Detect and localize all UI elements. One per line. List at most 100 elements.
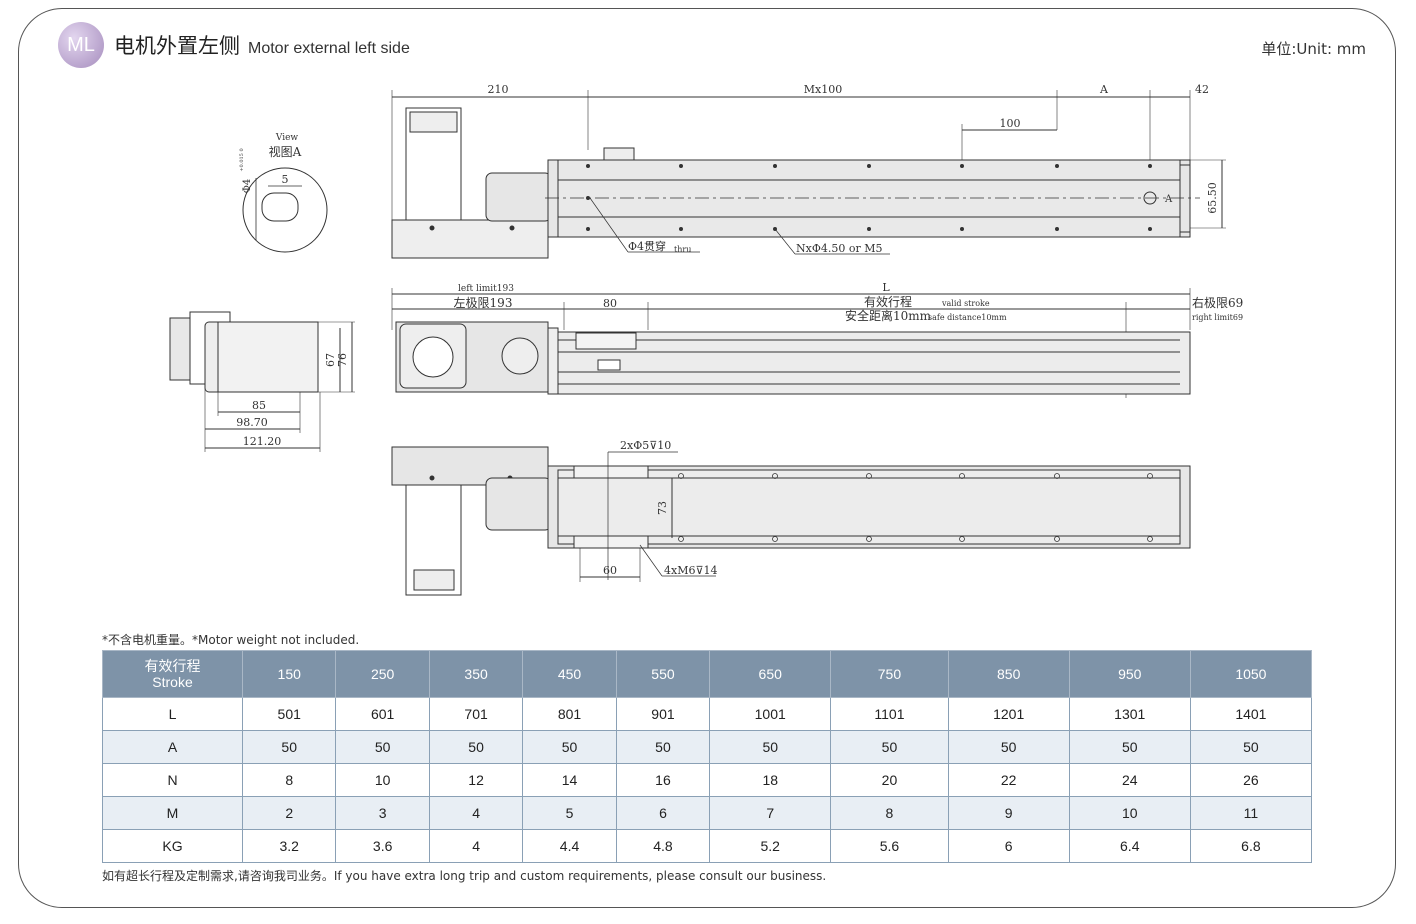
view-label-cn: 视图A bbox=[269, 144, 302, 159]
point-a-label: A bbox=[1164, 194, 1173, 205]
table-cell: 50 bbox=[1189, 730, 1313, 764]
bottom-view: 2xΦ5⊽10 73 60 4xM6⊽14 bbox=[391, 439, 1191, 596]
table-cell: 1201 bbox=[947, 697, 1070, 731]
stroke-col: 1050 bbox=[1189, 650, 1313, 698]
table-cell: 6.8 bbox=[1189, 829, 1313, 863]
table-cell: 5.2 bbox=[709, 829, 832, 863]
table-cell: 701 bbox=[428, 697, 524, 731]
stroke-col: 850 bbox=[947, 650, 1070, 698]
table-cell: 50 bbox=[335, 730, 430, 764]
table-cell: 3.2 bbox=[241, 829, 337, 863]
table-cell: 50 bbox=[1068, 730, 1191, 764]
stroke-col: 650 bbox=[709, 650, 832, 698]
table-cell: 50 bbox=[830, 730, 949, 764]
table-cell: 50 bbox=[522, 730, 617, 764]
dim-65-50: 65.50 bbox=[1206, 182, 1219, 214]
row-label: L bbox=[102, 697, 243, 731]
stroke-col: 250 bbox=[335, 650, 430, 698]
stroke-col: 950 bbox=[1068, 650, 1191, 698]
view-label-en: View bbox=[275, 133, 299, 143]
table-cell: 7 bbox=[709, 796, 832, 830]
dim-42: 42 bbox=[1195, 83, 1209, 96]
view-a-detail: View 视图A 5 Φ4 +0.015 0 bbox=[239, 133, 328, 253]
table-cell: 18 bbox=[709, 763, 832, 797]
dim-a: A bbox=[1099, 83, 1109, 96]
table-cell: 11 bbox=[1189, 796, 1313, 830]
table-cell: 4 bbox=[428, 796, 524, 830]
table-cell: 501 bbox=[241, 697, 337, 731]
stroke-col: 550 bbox=[615, 650, 711, 698]
table-cell: 4.4 bbox=[522, 829, 617, 863]
dim-121-20: 121.20 bbox=[243, 435, 282, 448]
table-cell: 4.8 bbox=[615, 829, 711, 863]
safe-distance-cn: 安全距离10mm bbox=[845, 308, 932, 323]
stroke-col: 750 bbox=[830, 650, 949, 698]
technical-drawing: View 视图A 5 Φ4 +0.015 0 210 Mx100 A 42 10… bbox=[169, 83, 1243, 596]
title-cn: 电机外置左侧 bbox=[114, 34, 240, 58]
dim-67: 67 bbox=[324, 353, 337, 367]
dim-5: 5 bbox=[282, 173, 289, 186]
table-cell: 14 bbox=[522, 763, 617, 797]
table-cell: 26 bbox=[1189, 763, 1313, 797]
table-cell: 10 bbox=[1068, 796, 1191, 830]
top-view: 210 Mx100 A 42 100 A 65.5 bbox=[391, 83, 1226, 259]
dim-100: 100 bbox=[1000, 117, 1021, 130]
dim-98-70: 98.70 bbox=[236, 416, 268, 429]
valid-stroke-cn: 有效行程 bbox=[864, 294, 912, 309]
stroke-col: 350 bbox=[428, 650, 524, 698]
model-badge: ML bbox=[58, 22, 104, 68]
table-cell: 50 bbox=[428, 730, 524, 764]
table-cell: 1401 bbox=[1189, 697, 1313, 731]
dim-l: L bbox=[882, 281, 890, 294]
unit-label: 单位:Unit: mm bbox=[1261, 40, 1366, 58]
dim-60: 60 bbox=[603, 564, 617, 577]
page-title: 电机外置左侧 Motor external left side bbox=[114, 30, 410, 60]
table-cell: 4 bbox=[428, 829, 524, 863]
table-cell: 6 bbox=[947, 829, 1070, 863]
bottom-holes-label: 2xΦ5⊽10 bbox=[620, 439, 671, 452]
table-header-row: 有效行程 Stroke 150 250 350 450 550 650 750 … bbox=[102, 650, 1313, 698]
dim-mx100: Mx100 bbox=[804, 83, 842, 96]
thru-label-cn: Φ4贯穿 bbox=[628, 239, 666, 253]
table-cell: 6.4 bbox=[1068, 829, 1191, 863]
row-label: KG bbox=[102, 829, 243, 863]
table-cell: 901 bbox=[615, 697, 711, 731]
dim-210: 210 bbox=[488, 83, 509, 96]
table-cell: 20 bbox=[830, 763, 949, 797]
table-cell: 16 bbox=[615, 763, 711, 797]
thru-label-en: thru bbox=[674, 245, 691, 254]
table-cell: 1301 bbox=[1068, 697, 1191, 731]
table-cell: 50 bbox=[709, 730, 832, 764]
motor-weight-note: *不含电机重量。*Motor weight not included. bbox=[102, 633, 360, 647]
row-label: N bbox=[102, 763, 243, 797]
table-cell: 601 bbox=[335, 697, 430, 731]
table-cell: 1101 bbox=[830, 697, 949, 731]
table-cell: 22 bbox=[947, 763, 1070, 797]
table-cell: 10 bbox=[335, 763, 430, 797]
title-en: Motor external left side bbox=[248, 40, 410, 57]
spec-table: 有效行程 Stroke 150 250 350 450 550 650 750 … bbox=[102, 650, 1313, 863]
table-cell: 3 bbox=[335, 796, 430, 830]
table-cell: 3.6 bbox=[335, 829, 430, 863]
row-label: M bbox=[102, 796, 243, 830]
bottom-thread-label: 4xM6⊽14 bbox=[664, 564, 718, 577]
table-cell: 1001 bbox=[709, 697, 832, 731]
dim-phi4: Φ4 bbox=[242, 179, 253, 194]
stroke-header: 有效行程 Stroke bbox=[102, 650, 243, 698]
front-view: left limit193 L 左极限193 80 有效行程 valid str… bbox=[391, 281, 1243, 398]
right-limit-cn: 右极限69 bbox=[1192, 295, 1243, 310]
footer-note: 如有超长行程及定制需求,请咨询我司业务。If you have extra lo… bbox=[102, 869, 827, 883]
table-cell: 6 bbox=[615, 796, 711, 830]
table-cell: 5.6 bbox=[830, 829, 949, 863]
end-view: 67 76 85 98.70 121.20 bbox=[169, 311, 355, 452]
dim-80: 80 bbox=[603, 297, 617, 310]
stroke-header-en: Stroke bbox=[152, 674, 193, 690]
row-label: A bbox=[102, 730, 243, 764]
stroke-header-cn: 有效行程 bbox=[144, 658, 201, 674]
valid-stroke-en: valid stroke bbox=[941, 299, 990, 308]
